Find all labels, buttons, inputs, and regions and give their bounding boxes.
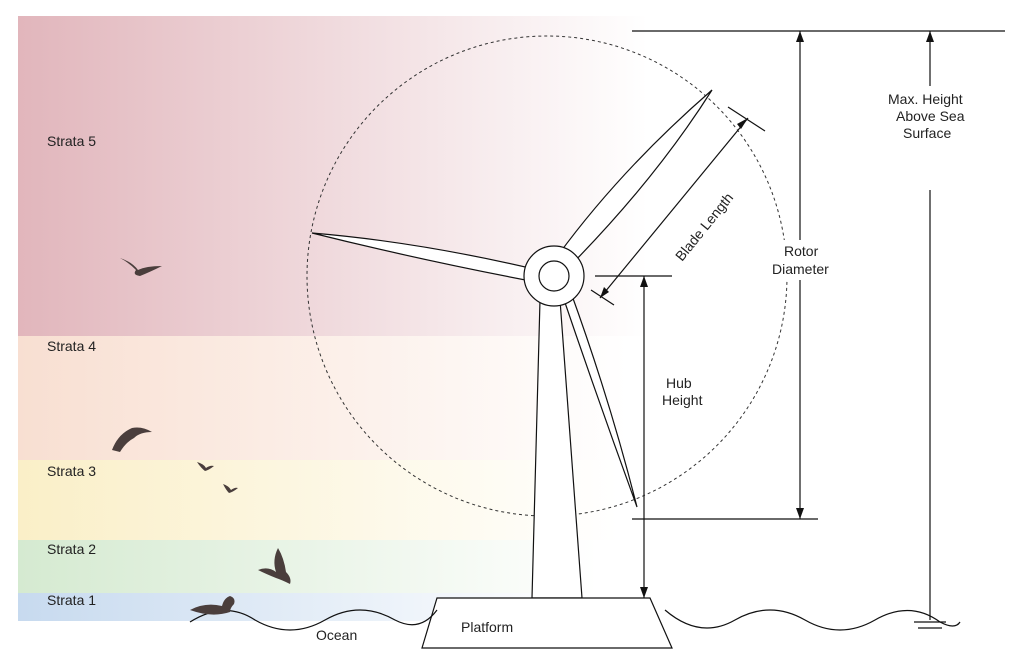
hub-height-label-line2: Height [662,392,703,408]
ocean-wave-left [189,609,438,631]
strata-2-band [18,540,598,593]
rotor-diameter-label-line1: Rotor [784,243,819,259]
bird-icon [112,427,152,452]
turbine-blade-lower [559,287,638,508]
strata-4-label: Strata 4 [47,338,96,354]
blade-length-label: Blade Length [672,190,736,264]
max-height-dimension: Max. Height Above Sea Surface [888,31,965,629]
strata-2-label: Strata 2 [47,541,96,557]
goose-icon [258,548,291,584]
strata-3-band [18,460,618,540]
max-height-label-line1: Max. Height [888,91,963,107]
hub-height-dimension: Hub Height [595,275,703,598]
turbine-blade-upper [555,89,713,269]
turbine-blade-left [311,232,539,283]
strata-1-label: Strata 1 [47,592,96,608]
turbine-hub-inner [538,260,570,292]
ocean-label: Ocean [316,627,357,643]
bird-icon [223,484,238,493]
duck-icon [190,596,235,615]
ocean-wave-right [664,609,961,631]
strata-3-label: Strata 3 [47,463,96,479]
platform-label: Platform [461,619,513,635]
rotor-diameter-dimension: Rotor Diameter [632,30,1005,520]
rotor-diameter-label-line2: Diameter [772,261,829,277]
bird-icon [120,258,162,276]
bird-icon [197,462,214,471]
strata-bands [18,16,648,621]
max-height-label-line3: Surface [903,125,951,141]
strata-5-label: Strata 5 [47,133,96,149]
hub-height-label-line1: Hub [666,375,692,391]
platform-shape [421,597,673,649]
max-height-label-line2: Above Sea [896,108,965,124]
